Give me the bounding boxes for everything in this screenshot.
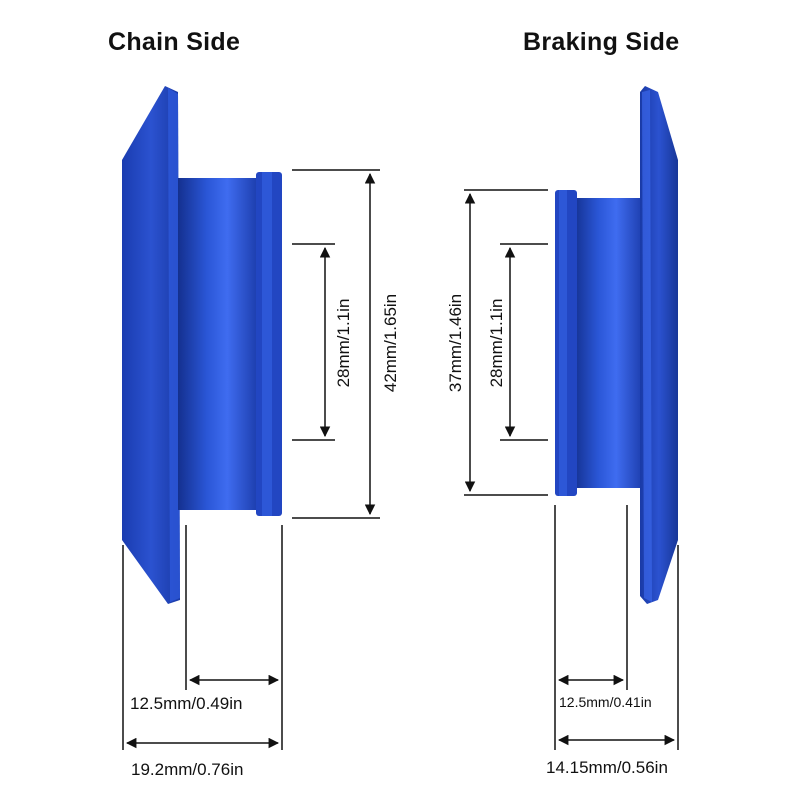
- chain-inner-diameter-label: 28mm/1.1in: [334, 298, 353, 388]
- braking-dimension-lines: [464, 189, 679, 750]
- chain-dimension-lines: [122, 169, 380, 750]
- chain-barrel: [178, 178, 260, 510]
- chain-side-title: Chain Side: [108, 28, 241, 56]
- braking-inner-diameter-label: 28mm/1.1in: [487, 298, 506, 388]
- chain-flange: [122, 86, 180, 604]
- chain-total-length-label: 19.2mm/0.76in: [131, 760, 244, 779]
- braking-barrel: [573, 198, 645, 488]
- braking-side-slider: [555, 86, 678, 604]
- braking-spacer-length-label: 12.5mm/0.41in: [559, 694, 652, 710]
- braking-side-title: Braking Side: [523, 28, 680, 56]
- braking-outer-diameter-label: 37mm/1.46in: [446, 293, 465, 393]
- chain-spacer-length-label: 12.5mm/0.49in: [130, 694, 243, 713]
- braking-total-length-label: 14.15mm/0.56in: [546, 758, 668, 777]
- chain-side-slider: [122, 86, 282, 604]
- chain-outer-diameter-label: 42mm/1.65in: [381, 293, 400, 393]
